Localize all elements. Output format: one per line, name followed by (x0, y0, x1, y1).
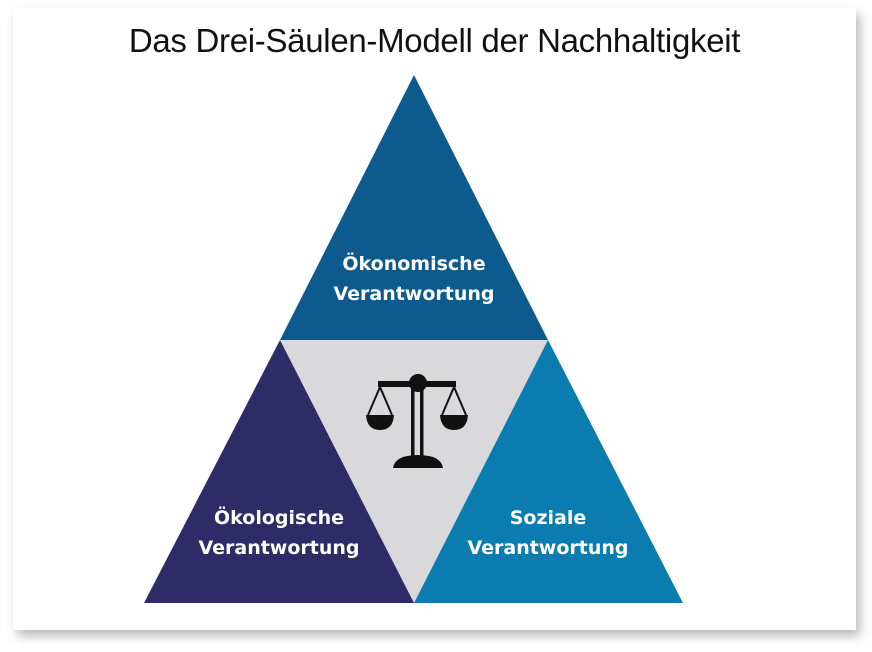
right-label-line2: Verantwortung (467, 537, 628, 559)
diagram-title: Das Drei-Säulen-Modell der Nachhaltigkei… (128, 22, 741, 59)
top-label-line2: Verantwortung (333, 283, 494, 305)
right-triangle-social (414, 340, 683, 603)
top-triangle-economic (280, 75, 548, 340)
scales-of-justice-icon (366, 374, 468, 468)
left-label-line1: Ökologische (214, 505, 344, 529)
right-label-line1: Soziale (510, 507, 587, 529)
left-triangle-ecological (144, 340, 414, 603)
center-triangle (280, 340, 548, 603)
left-label-line2: Verantwortung (198, 537, 359, 559)
top-label-line1: Ökonomische (342, 251, 485, 275)
